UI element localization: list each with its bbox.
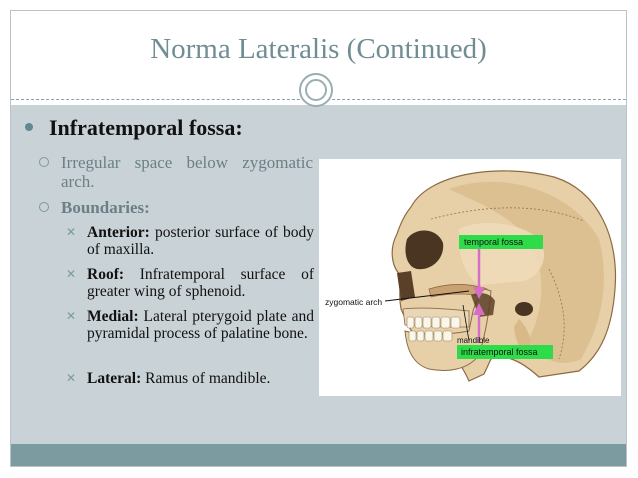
boundary-label: Roof: — [87, 266, 125, 283]
circle-bullet-icon — [39, 157, 49, 167]
mandible-pointer — [462, 304, 470, 342]
heading-bullet: Infratemporal fossa: — [25, 115, 243, 141]
orbit-shape — [405, 230, 444, 270]
footer-band — [11, 444, 626, 466]
cranium-shading — [449, 181, 604, 363]
boundary-roof: ✕ Roof: Infratemporal surface of greater… — [66, 266, 314, 300]
item-text: Irregular space below zygomatic arch. — [61, 153, 313, 191]
boundary-label: Lateral: — [87, 370, 142, 387]
mandible-label: mandible — [457, 336, 490, 345]
infratemporal-fossa-label: infratemporal fossa — [461, 347, 538, 357]
temporal-fossa-tag — [459, 235, 543, 249]
boundary-label: Medial: — [87, 308, 139, 325]
boundary-text: Ramus of mandible. — [141, 370, 271, 387]
boundary-lateral: ✕ Lateral: Ramus of mandible. — [66, 370, 314, 387]
slide: Norma Lateralis (Continued) Infratempora… — [10, 10, 627, 467]
circle-ornament-icon — [299, 73, 333, 107]
lambdoid-suture — [548, 268, 565, 360]
heading-text: Infratemporal fossa: — [49, 115, 243, 140]
item-irregular-space: Irregular space below zygomatic arch. — [39, 153, 313, 191]
zygomatic-arch-label: zygomatic arch — [325, 297, 382, 307]
nasal-cavity — [397, 271, 415, 301]
circle-bullet-icon — [39, 202, 49, 212]
infratemporal-fossa-tag — [457, 345, 553, 359]
x-bullet-icon: ✕ — [66, 309, 77, 323]
boundary-label: Anterior: — [87, 224, 150, 241]
content-area: Infratemporal fossa: Irregular space bel… — [11, 105, 626, 446]
x-bullet-icon: ✕ — [66, 267, 77, 281]
skull-figure: temporal fossa zygomatic arch mandible i… — [319, 159, 621, 396]
item-boundaries: Boundaries: — [39, 198, 313, 217]
infratemporal-arrow-head — [473, 303, 485, 315]
temporal-arrow-head — [473, 287, 485, 299]
boundary-text: Lateral pterygoid plate and pyramidal pr… — [87, 308, 314, 342]
slide-title: Norma Lateralis (Continued) — [150, 33, 487, 65]
temporal-fossa-label: temporal fossa — [464, 237, 523, 247]
upper-teeth — [406, 316, 461, 329]
circle-ornament-inner — [305, 79, 327, 101]
bullet-dot-icon — [25, 123, 33, 131]
zygomatic-pointer — [384, 290, 470, 302]
boundary-medial: ✕ Medial: Lateral pterygoid plate and py… — [66, 308, 314, 342]
x-bullet-icon: ✕ — [66, 225, 77, 239]
skull-illustration: temporal fossa zygomatic arch mandible i… — [325, 170, 617, 382]
item-text: Boundaries: — [61, 198, 150, 217]
ear-meatus — [515, 302, 533, 316]
x-bullet-icon: ✕ — [66, 371, 77, 385]
boundary-anterior: ✕ Anterior: posterior surface of body of… — [66, 224, 314, 258]
lower-teeth — [408, 330, 453, 342]
boundary-text: posterior surface of body of maxilla. — [87, 224, 314, 258]
boundary-text: Infratemporal surface of greater wing of… — [87, 266, 314, 300]
